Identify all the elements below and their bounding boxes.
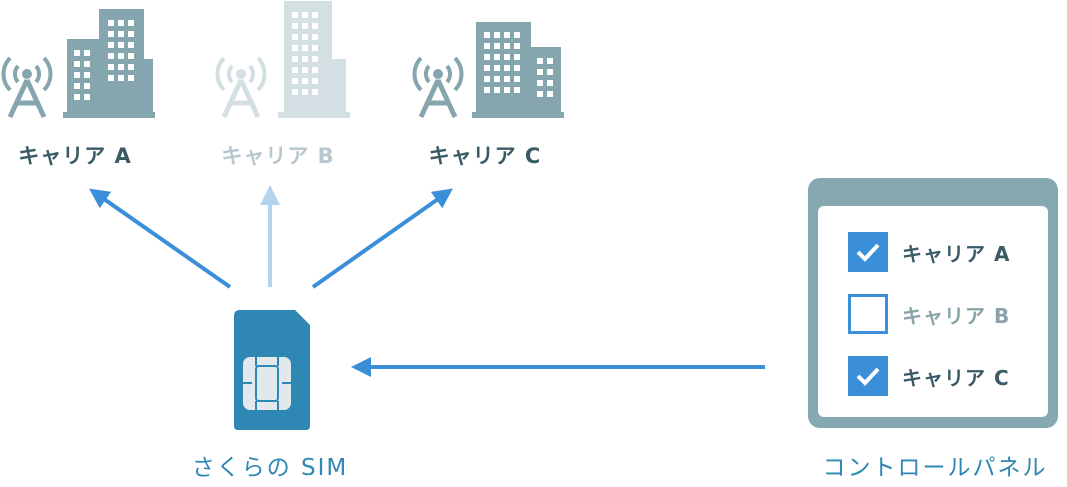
building-icon	[63, 9, 155, 118]
arrow-to-carrier-c	[311, 188, 453, 289]
option-carrier-b[interactable]: キャリア B	[848, 293, 1010, 335]
carrier-a-label: キャリア A	[18, 144, 132, 168]
control-panel-window: キャリア A キャリア B キャリア C	[808, 178, 1058, 428]
option-label: キャリア B	[902, 303, 1011, 328]
option-label: キャリア A	[902, 241, 1011, 266]
carrier-a-icon	[1, 9, 155, 119]
checkbox-checked-icon[interactable]	[848, 356, 888, 396]
sim-caption: さくらの SIM	[191, 455, 349, 481]
carrier-b-icon	[215, 1, 350, 119]
antenna-icon	[1, 56, 53, 119]
checkbox-unchecked-icon[interactable]	[848, 294, 888, 334]
sim-card-icon	[234, 310, 310, 430]
antenna-icon	[215, 56, 267, 119]
checkbox-checked-icon[interactable]	[848, 232, 888, 272]
carrier-c-icon	[412, 22, 564, 119]
carrier-b-label: キャリア B	[221, 144, 335, 168]
control-panel-body: キャリア A キャリア B キャリア C	[818, 206, 1048, 417]
option-carrier-c[interactable]: キャリア C	[848, 355, 1010, 397]
option-carrier-a[interactable]: キャリア A	[848, 231, 1010, 273]
carrier-c-label: キャリア C	[428, 144, 542, 168]
building-icon	[278, 1, 350, 118]
control-panel-caption: コントロールパネル	[822, 455, 1048, 481]
building-icon	[472, 22, 564, 118]
option-label: キャリア C	[902, 365, 1010, 390]
antenna-icon	[412, 56, 464, 119]
arrow-to-carrier-a	[89, 188, 232, 289]
